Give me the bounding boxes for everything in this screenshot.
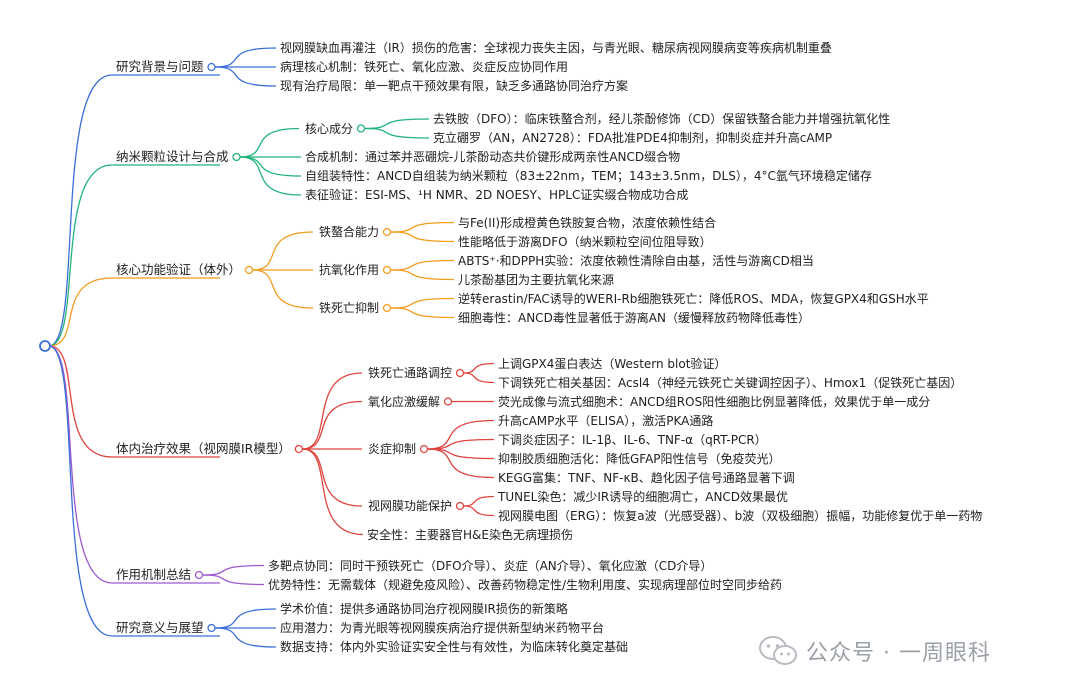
subgroup-label: 铁死亡通路调控 bbox=[368, 366, 453, 380]
subgroup-node-dot bbox=[443, 397, 453, 406]
leaf-label: 荧光成像与流式细胞术：ANCD组ROS阳性细胞比例显著降低，效果优于单一成分 bbox=[498, 394, 931, 409]
subgroup-label: 铁死亡抑制 bbox=[319, 301, 380, 315]
subgroup-node-dot bbox=[382, 303, 392, 313]
leaf-connector bbox=[202, 574, 265, 586]
subgroup-node-dot bbox=[419, 444, 429, 454]
branch-node-dot bbox=[294, 444, 304, 454]
leaf-label: 学术价值：提供多通路协同治疗视网膜IR损伤的新策略 bbox=[280, 602, 568, 616]
leaf-connector bbox=[390, 307, 455, 319]
leaf-label: 上调GPX4蛋白表达（Western blot验证） bbox=[498, 356, 727, 371]
leaf-label: 视网膜电图（ERG）：恢复a波（光感受器）、b波（双极细胞）振幅，功能修复优于单… bbox=[498, 508, 983, 523]
leaf-connector bbox=[390, 221, 455, 233]
branch-connector bbox=[48, 345, 113, 458]
leaf-connector bbox=[364, 118, 430, 130]
leaf-label: 多靶点协同：同时干预铁死亡（DFO介导）、炎症（AN介导）、氧化应激（CD介导） bbox=[268, 558, 713, 573]
leaf-connector bbox=[240, 156, 302, 196]
watermark-text: 公众号 · 一周眼科 bbox=[806, 641, 991, 666]
branch-label: 体内治疗效果（视网膜IR模型） bbox=[116, 441, 291, 456]
leaf-label: 病理核心机制：铁死亡、氧化应激、炎症反应协同作用 bbox=[280, 60, 569, 74]
leaf-connector bbox=[215, 627, 277, 648]
leaf-label: 与Fe(II)形成橙黄色铁胺复合物，浓度依赖性结合 bbox=[458, 215, 717, 230]
leaf-label: 去铁胺（DFO）：临床铁螯合剂，经儿茶酚修饰（CD）保留铁螯合能力并增强抗氧化性 bbox=[433, 112, 891, 126]
leaf-label: 儿茶酚基团为主要抗氧化来源 bbox=[458, 272, 615, 287]
leaf-label: 下调铁死亡相关基因：Acsl4（神经元铁死亡关键调控因子）、Hmox1（促铁死亡… bbox=[498, 375, 963, 390]
branch-connector bbox=[48, 345, 113, 637]
leaf-label: 表征验证：ESI-MS、¹H NMR、2D NOESY、HPLC证实缀合物成功合… bbox=[305, 188, 689, 202]
leaf-label: TUNEL染色：减少IR诱导的细胞凋亡，ANCD效果最优 bbox=[498, 489, 789, 504]
branch-label: 研究背景与问题 bbox=[116, 59, 204, 74]
leaf-connector bbox=[463, 372, 495, 384]
subgroup-label: 核心成分 bbox=[305, 121, 354, 136]
leaf-connector bbox=[390, 297, 455, 309]
leaf-connector bbox=[390, 231, 455, 243]
leaf-label: ABTS⁺·和DPPH实验：浓度依赖性清除自由基，活性与游离CD相当 bbox=[458, 253, 814, 268]
subgroup-connector bbox=[302, 372, 363, 450]
leaf-connector bbox=[215, 608, 277, 629]
subgroup-connector bbox=[240, 127, 300, 158]
leaf-connector bbox=[302, 448, 364, 536]
wechat-icon bbox=[759, 636, 797, 665]
leaf-connector bbox=[240, 156, 302, 177]
subgroup-label: 铁螯合能力 bbox=[319, 225, 380, 239]
leaf-connector bbox=[364, 127, 430, 139]
leaf-label: 逆转erastin/FAC诱导的WERI-Rb细胞铁死亡：降低ROS、MDA，恢… bbox=[458, 291, 929, 306]
branch-node-dot bbox=[244, 265, 254, 275]
subgroup-connector bbox=[302, 448, 363, 507]
branch-label: 纳米颗粒设计与合成 bbox=[116, 149, 229, 164]
leaf-label: 数据支持：体内外实验证实安全性与有效性，为临床转化奠定基础 bbox=[280, 640, 629, 654]
leaf-connector bbox=[427, 448, 495, 479]
subgroup-node-dot bbox=[382, 227, 392, 237]
subgroup-connector bbox=[252, 269, 314, 309]
leaf-connector bbox=[463, 495, 495, 507]
leaf-connector bbox=[202, 564, 265, 576]
subgroup-label: 抗氧化作用 bbox=[319, 263, 380, 277]
leaf-label: 升高cAMP水平（ELISA），激活PKA通路 bbox=[498, 413, 714, 428]
root-node-dot bbox=[39, 340, 51, 352]
leaf-connector bbox=[215, 47, 277, 68]
branch-node-dot bbox=[207, 623, 216, 633]
leaf-connector bbox=[427, 419, 495, 450]
leaf-connector bbox=[390, 269, 455, 281]
subgroup-node-dot bbox=[455, 368, 465, 378]
leaf-connector bbox=[463, 505, 495, 517]
branch-connector bbox=[48, 74, 113, 347]
leaf-label: 克立硼罗（AN，AN2728）：FDA批准PDE4抑制剂，抑制炎症并升高cAMP bbox=[433, 131, 833, 145]
subgroup-label: 视网膜功能保护 bbox=[368, 499, 453, 513]
branch-node-dot bbox=[207, 62, 216, 72]
branch-label: 作用机制总结 bbox=[116, 567, 192, 582]
leaf-connector bbox=[463, 362, 495, 374]
subgroup-label: 炎症抑制 bbox=[368, 442, 417, 456]
branch-label: 研究意义与展望 bbox=[116, 620, 204, 635]
leaf-connector bbox=[215, 66, 277, 87]
branch-connector bbox=[48, 164, 113, 347]
leaf-label: 优势特性：无需载体（规避免疫风险）、改善药物稳定性/生物利用度、实现病理部位时空… bbox=[268, 577, 783, 592]
leaf-label: 自组装特性：ANCD自组装为纳米颗粒（83±22nm，TEM；143±3.5nm… bbox=[305, 169, 872, 183]
leaf-connector bbox=[390, 259, 455, 271]
leaf-label: 下调炎症因子：IL-1β、IL-6、TNF-α（qRT-PCR） bbox=[498, 432, 767, 447]
subgroup-connector bbox=[252, 231, 314, 271]
leaf-connector bbox=[427, 438, 495, 450]
subgroup-connector bbox=[302, 400, 363, 450]
leaf-label: 安全性：主要器官H&E染色无病理损伤 bbox=[367, 527, 573, 542]
leaf-label: KEGG富集：TNF、NF-κB、趋化因子信号通路显著下调 bbox=[498, 470, 795, 485]
branch-connector bbox=[48, 345, 113, 584]
leaf-label: 合成机制：通过苯并恶硼烷-儿茶酚动态共价键形成两亲性ANCD缀合物 bbox=[305, 150, 681, 164]
leaf-label: 视网膜缺血再灌注（IR）损伤的危害：全球视力丧失主因，与青光眼、糖尿病视网膜病变… bbox=[280, 41, 832, 55]
branch-connector bbox=[48, 277, 113, 347]
leaf-label: 性能略低于游离DFO（纳米颗粒空间位阻导致） bbox=[458, 234, 712, 249]
subgroup-node-dot bbox=[382, 265, 392, 275]
branch-label: 核心功能验证（体外） bbox=[116, 262, 242, 277]
subgroup-label: 氧化应激缓解 bbox=[368, 394, 441, 409]
leaf-label: 抑制胶质细胞活化：降低GFAP阳性信号（免疫荧光） bbox=[498, 451, 781, 466]
subgroup-node-dot bbox=[455, 501, 465, 511]
watermark: 公众号 · 一周眼科 bbox=[758, 634, 991, 668]
branch-node-dot bbox=[194, 570, 204, 580]
leaf-label: 应用潜力：为青光眼等视网膜疾病治疗提供新型纳米药物平台 bbox=[280, 621, 605, 635]
branch-node-dot bbox=[232, 152, 241, 162]
leaf-label: 现有治疗局限：单一靶点干预效果有限，缺乏多通路协同治疗方案 bbox=[280, 79, 629, 93]
leaf-label: 细胞毒性：ANCD毒性显著低于游离AN（缓慢释放药物降低毒性） bbox=[458, 310, 810, 325]
subgroup-node-dot bbox=[356, 124, 366, 133]
